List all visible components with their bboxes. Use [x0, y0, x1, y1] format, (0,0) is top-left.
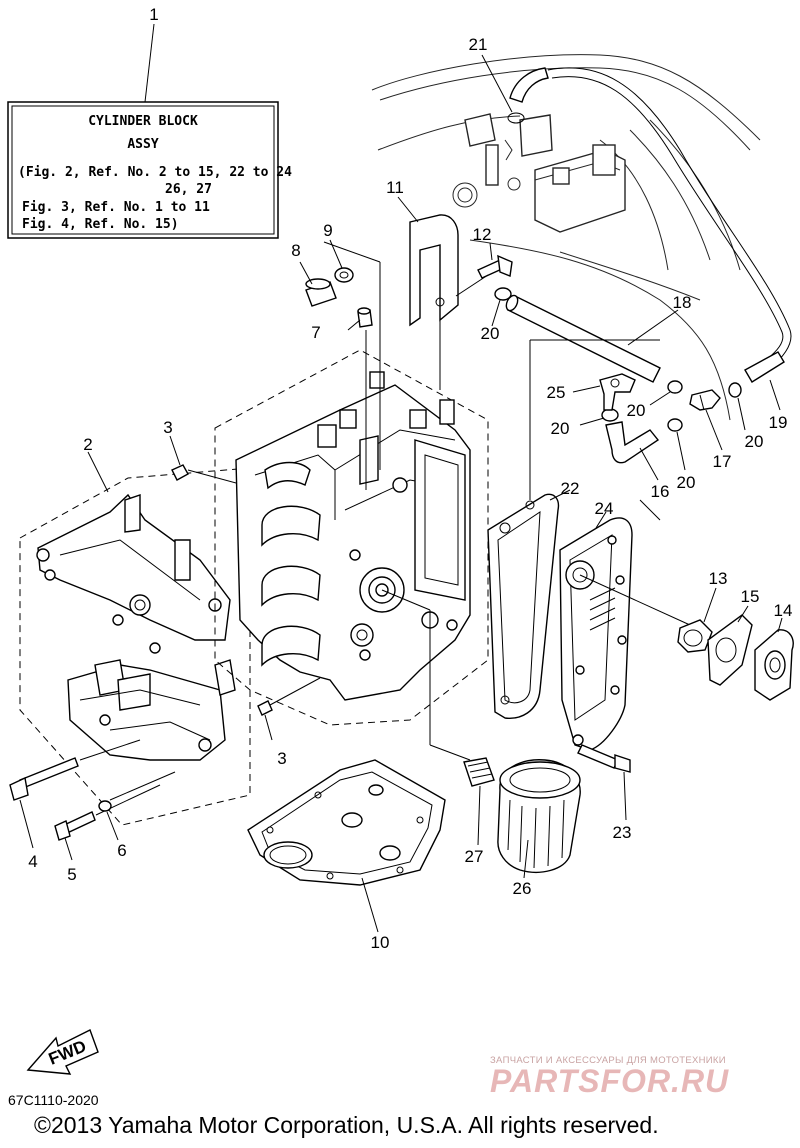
ref-23: 23: [613, 823, 632, 842]
gasket-10: [247, 759, 446, 886]
hose-18: [505, 294, 661, 383]
ref-16: 16: [651, 482, 670, 501]
ref-14: 14: [774, 601, 793, 620]
ref-12: 12: [473, 225, 492, 244]
hose-16: [605, 421, 660, 464]
hose-19: [547, 67, 792, 383]
ref-5: 5: [67, 865, 76, 884]
gasket-15: [707, 614, 753, 686]
thermostat-13: [677, 619, 713, 653]
cylinder-block: [235, 371, 471, 701]
ref-9: 9: [323, 221, 332, 240]
bolt-5: [54, 811, 96, 841]
ref-8: 8: [291, 241, 300, 260]
exhaust-cover-24: [559, 517, 633, 751]
assy-line-3: Fig. 3, Ref. No. 1 to 11: [22, 200, 210, 215]
ref-17: 17: [713, 452, 732, 471]
upper-housing-ghost: [371, 54, 761, 421]
assy-title: CYLINDER BLOCK: [88, 114, 198, 129]
joint-17: [689, 389, 721, 411]
bolt-12: [477, 254, 513, 279]
ref-21: 21: [469, 35, 488, 54]
plug-8: [305, 278, 337, 307]
ref-18: 18: [673, 293, 692, 312]
ref-3-lower: 3: [277, 749, 286, 768]
crankcase-group-2: [19, 467, 251, 826]
ref-1: 1: [149, 5, 158, 24]
thermostat-cover-14: [754, 629, 794, 701]
ref-2: 2: [83, 435, 92, 454]
ref-20-c: 20: [745, 432, 764, 451]
plug-7: [357, 307, 373, 328]
diagram-code: 67C1110-2020: [8, 1092, 99, 1108]
clip-20: [494, 287, 742, 432]
ref-20-e: 20: [551, 419, 570, 438]
assy-line-4: Fig. 4, Ref. No. 15): [22, 217, 179, 232]
gasket-22: [487, 493, 560, 719]
washer-6: [98, 800, 112, 812]
bolt-23: [577, 744, 631, 773]
watermark-logo: PARTSFOR.RU: [490, 1063, 730, 1099]
gasket-9: [334, 267, 354, 283]
ref-15: 15: [741, 587, 760, 606]
ref-20-a: 20: [481, 324, 500, 343]
assy-subtitle: ASSY: [127, 137, 158, 152]
ref-10: 10: [371, 933, 390, 952]
oil-filter-26: [497, 759, 581, 873]
ref-19: 19: [769, 413, 788, 432]
ref-24: 24: [595, 499, 614, 518]
dowel-pin-3: [171, 464, 273, 716]
assy-line-2: 26, 27: [165, 182, 212, 197]
ref-11: 11: [386, 178, 404, 197]
ref-20-b: 20: [627, 401, 646, 420]
watermark-subtitle: ЗАПЧАСТИ И АКСЕССУАРЫ ДЛЯ МОТОТЕХНИКИ: [490, 1055, 726, 1066]
ref-7: 7: [311, 323, 320, 342]
ref-4: 4: [28, 852, 37, 871]
joint-25: [599, 373, 636, 411]
assy-line-1: (Fig. 2, Ref. No. 2 to 15, 22 to 24: [18, 165, 292, 180]
ref-26: 26: [513, 879, 532, 898]
plug-27: [463, 757, 495, 787]
ref-3-upper: 3: [163, 418, 172, 437]
bolt-4: [9, 757, 79, 801]
ref-25: 25: [547, 383, 566, 402]
copyright-notice: ©2013 Yamaha Motor Corporation, U.S.A. A…: [34, 1112, 659, 1138]
assy-reference-box: CYLINDER BLOCK ASSY (Fig. 2, Ref. No. 2 …: [7, 101, 292, 239]
ref-27: 27: [465, 847, 484, 866]
ref-13: 13: [709, 569, 728, 588]
reference-numbers: 1 2 3 3 4 5 6 7 8 9 10 11 12 13 14 15 16…: [28, 5, 792, 952]
fwd-arrow-icon: FWD: [26, 1029, 99, 1075]
ref-6: 6: [117, 841, 126, 860]
ref-20-d: 20: [677, 473, 696, 492]
ref-22: 22: [561, 479, 580, 498]
lifting-bracket-11: [409, 214, 459, 327]
hose-21: [507, 67, 549, 124]
